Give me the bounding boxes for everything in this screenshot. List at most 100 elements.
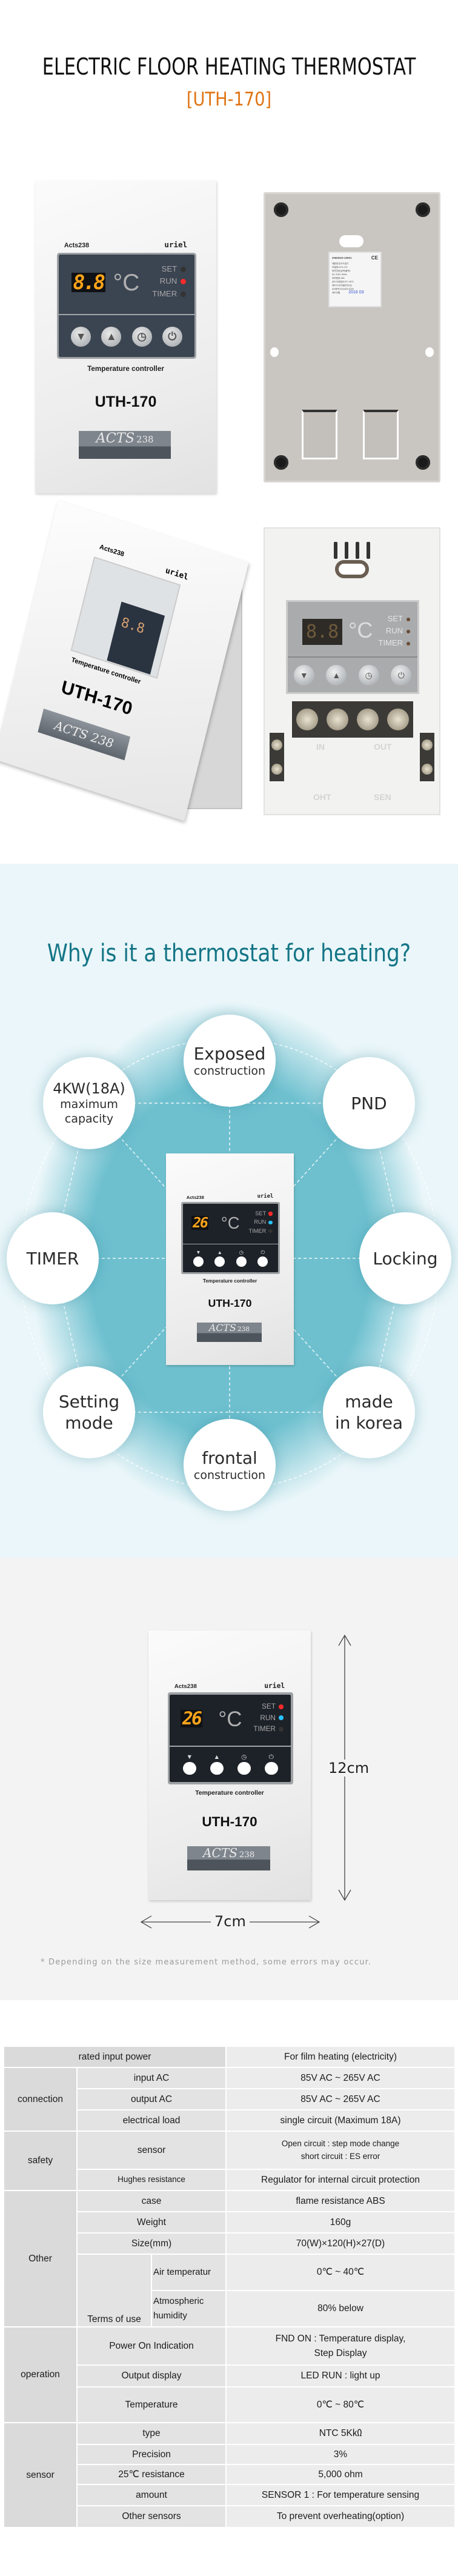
spec-value-line: Open circuit : step mode change [281, 2139, 400, 2149]
group-other: Other [3, 2190, 78, 2327]
led-icon [268, 1229, 273, 1233]
up-arrow-icon: ▲ [213, 1753, 221, 1761]
spec-label: sensor [76, 2131, 227, 2170]
spec-label: Power On Indication [76, 2326, 227, 2366]
vent [345, 542, 348, 559]
arrow-head-icon [338, 1889, 351, 1901]
led-timer-label: TIMER [248, 1227, 267, 1234]
logo-label: uriel [264, 1681, 285, 1690]
feature-text: construction [193, 1468, 266, 1482]
feature-text: capacity [64, 1112, 114, 1126]
feature-pnd: PND [323, 1057, 415, 1149]
terminal-screw-icon [296, 709, 318, 730]
sticker-date-label: 제조년월 [332, 292, 340, 294]
caption-label: Temperature controller [202, 1278, 257, 1284]
down-button: ▼ [193, 1250, 204, 1267]
led-run-label: RUN [260, 1713, 276, 1722]
arrow-head-icon [308, 1915, 320, 1929]
badge-text: ACTS [203, 1846, 238, 1860]
spec-label: 25℃ resistance [76, 2464, 227, 2485]
terminal-screw-icon [357, 709, 379, 730]
rating-sticker: ZH02010-10001 CE 제품명:온도조절기 모델명:UTH-170 정… [328, 252, 382, 307]
vent [367, 542, 370, 559]
acts-badge: ACTS 238 [38, 709, 131, 761]
clock-icon: ◷ [241, 1753, 247, 1761]
spec-value: SENSOR 1 : For temperature sensing [225, 2484, 456, 2506]
feature-text: in korea [334, 1413, 403, 1433]
sticker-line: 부하용량:18A [332, 277, 345, 279]
oht-label: OHT [313, 792, 331, 802]
logo-label: uriel [164, 240, 188, 250]
spec-value-line: Step Display [314, 2347, 367, 2358]
led-timer-label: TIMER [378, 638, 403, 647]
timer-button: ◷ [236, 1249, 247, 1267]
led-indicators: SET RUN TIMER [248, 1209, 273, 1235]
up-arrow-icon: ▲ [326, 665, 347, 686]
up-button: ▲ [101, 325, 122, 347]
spec-label: rated input power [2, 2046, 227, 2068]
dimension-section: Acts238 uriel 26 °C SET RUN TIMER ▼ ▲ ◷ … [0, 1558, 458, 2000]
terminal-screw-icon [271, 739, 282, 750]
up-arrow-icon: ▲ [217, 1249, 222, 1256]
sticker-line: 온도조절범위:0℃~80℃ [332, 281, 354, 283]
screw-icon [274, 455, 288, 470]
features-title: Why is it a thermostat for heating? [47, 939, 411, 967]
product-photo-module: 8.8 °C SET RUN TIMER ▼ ▲ ◷ ⏻ IN OUT OHT … [264, 527, 440, 815]
table-row: Size(mm)70(W)×120(H)×27(D) [4, 2232, 456, 2255]
spec-label: Precision [76, 2444, 227, 2465]
mount-hole [425, 347, 434, 357]
terminal-screw-icon [422, 739, 433, 750]
led-icon [181, 291, 187, 297]
logo-label: uriel [164, 566, 190, 582]
spec-label: output AC [76, 2088, 227, 2111]
led-icon [268, 1220, 273, 1225]
spec-label: input AC [76, 2067, 227, 2089]
badge-number: 238 [239, 1850, 255, 1860]
feature-text: mode [65, 1413, 113, 1433]
spec-label: electrical load [76, 2109, 227, 2132]
clock-icon: ◷ [239, 1249, 244, 1256]
terminal-screw-icon [327, 709, 348, 730]
power-icon: ⏻ [391, 665, 412, 686]
spec-value: To prevent overheating(option) [225, 2505, 456, 2528]
power-icon: ⏻ [162, 327, 182, 347]
product-photo-front: Acts238 uriel 8.8 °C SET RUN TIMER ▼ ▲ ◷… [35, 181, 216, 493]
badge-text: ACTS [53, 718, 90, 743]
page-title: ELECTRIC FLOOR HEATING THERMOSTAT [42, 53, 416, 80]
group-operation: operation [3, 2326, 78, 2423]
spec-value: 3% [225, 2444, 456, 2465]
terminal-screw-icon [271, 764, 282, 775]
clock-icon: ◷ [131, 327, 152, 347]
feature-text: made [345, 1392, 393, 1412]
logo-label: uriel [257, 1193, 274, 1200]
led-timer-label: TIMER [253, 1724, 276, 1733]
brand-label: Acts238 [186, 1195, 204, 1201]
group-connection: connection [3, 2067, 78, 2132]
temp-reading: 8.8 [71, 272, 105, 293]
spec-value: NTC 5K㏀ [225, 2422, 456, 2445]
arrow-head-icon [140, 1915, 152, 1929]
up-button: ▲ [214, 1249, 225, 1267]
down-arrow-icon: ▼ [293, 665, 314, 686]
spec-label: Size(mm) [76, 2232, 227, 2255]
display: 26 °C SET RUN TIMER [182, 1203, 279, 1244]
measurement-note: * Depending on the size measurement meth… [41, 1958, 372, 1967]
unit-label: °C [113, 269, 140, 296]
sen-label: SEN [374, 792, 391, 802]
spec-label: Terms of use [76, 2254, 152, 2327]
power-button: ⏻ [257, 1250, 268, 1267]
control-panel: 26 °C SET RUN TIMER ▼ ▲ ◷ ⏻ [181, 1202, 280, 1274]
spec-value: flame resistance ABS [225, 2190, 456, 2212]
